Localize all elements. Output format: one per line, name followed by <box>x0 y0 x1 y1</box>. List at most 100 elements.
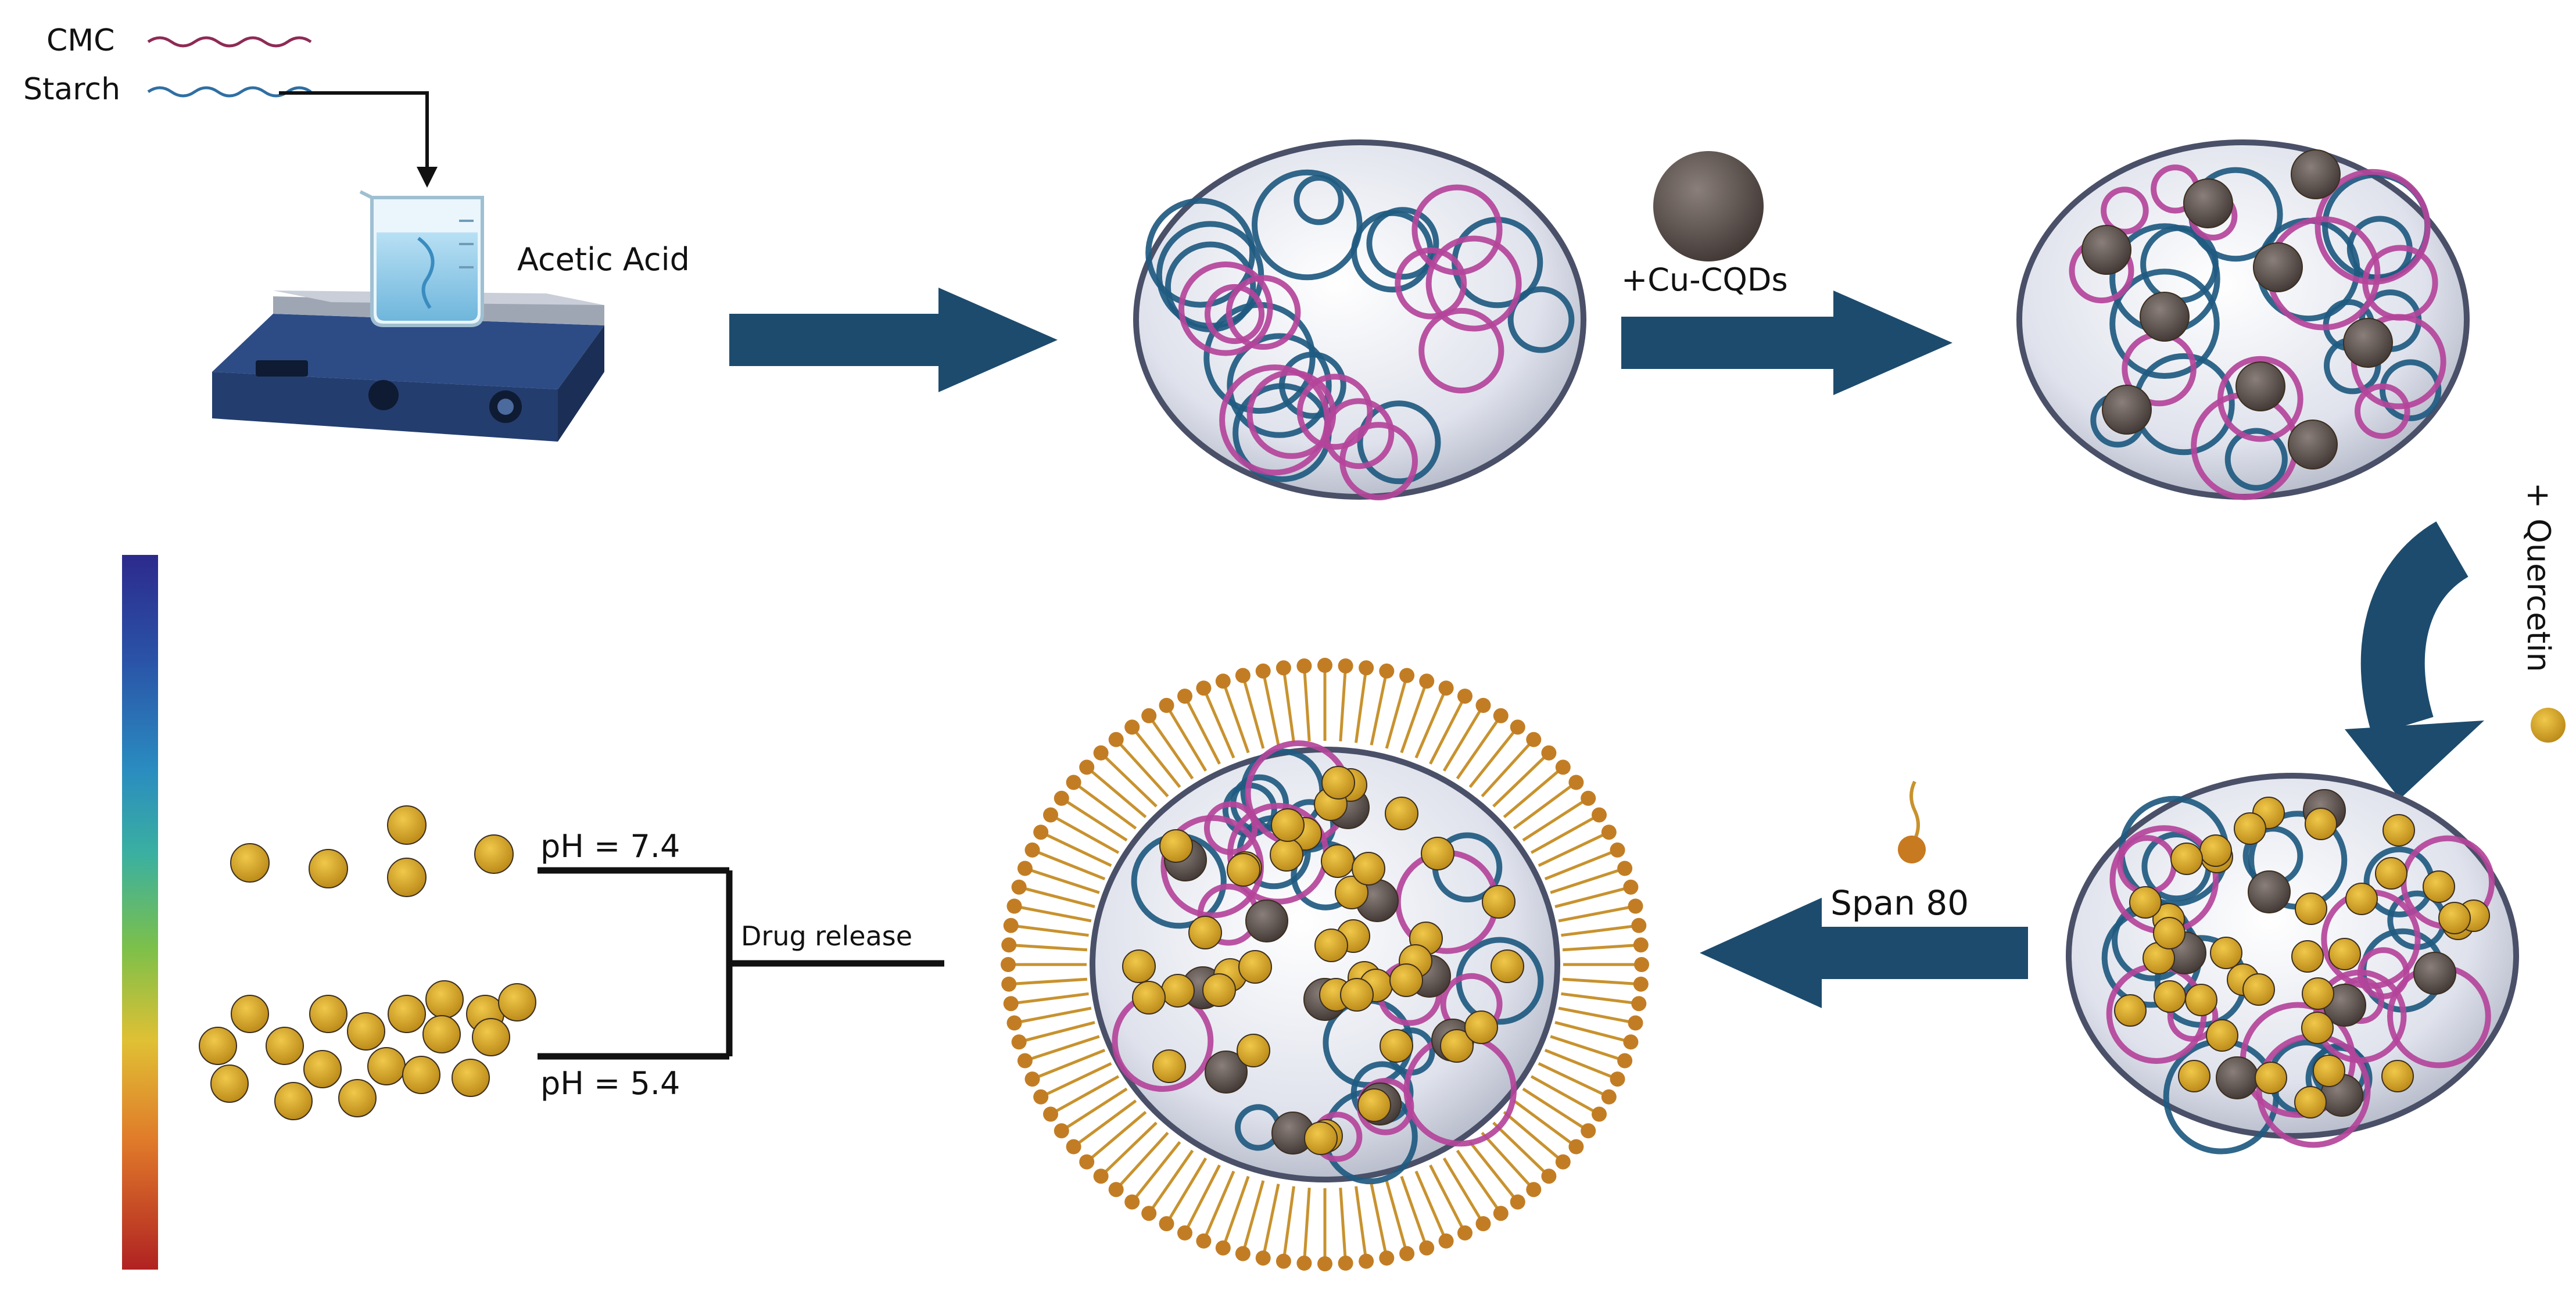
lipid-tail <box>1481 739 1535 798</box>
lipid-tail <box>1503 766 1564 819</box>
curved-arrow-step3 <box>2345 521 2484 799</box>
quercetin-molecule <box>1188 916 1222 949</box>
released-quercetin-ph54 <box>402 1056 440 1094</box>
lipid-head <box>1093 1168 1109 1184</box>
lipid-tail <box>1481 1131 1535 1191</box>
quercetin-molecule <box>2153 917 2186 949</box>
lipid-tail <box>1538 1062 1610 1099</box>
lipid-head <box>1317 658 1332 673</box>
cu-cqd-particle <box>2235 361 2285 411</box>
lipid-tail <box>1085 766 1147 819</box>
lipid-head <box>1628 898 1643 914</box>
lipid-tail <box>1031 848 1106 881</box>
lipid-head <box>1359 1253 1374 1269</box>
quercetin-molecule <box>2206 1019 2238 1052</box>
released-quercetin-ph54 <box>338 1079 377 1117</box>
lipid-tail <box>1550 1035 1625 1062</box>
polymer-strand <box>1296 374 1373 450</box>
lipid-tail <box>1522 797 1589 842</box>
quercetin-molecule <box>1202 973 1236 1007</box>
lipid-tail <box>1468 726 1519 788</box>
feed-arrow <box>279 91 438 188</box>
quercetin-molecule <box>1464 1010 1498 1044</box>
arrow-step1 <box>729 288 1058 392</box>
lipid-head <box>1108 732 1124 747</box>
quercetin-molecule <box>2313 1055 2345 1087</box>
quercetin-dot-icon <box>2531 708 2566 743</box>
lipid-head <box>1457 689 1472 704</box>
lipid-tail <box>1429 1164 1467 1234</box>
quercetin-molecule <box>2178 1060 2210 1092</box>
quercetin-molecule <box>1132 981 1166 1015</box>
quercetin-molecule <box>2291 940 2324 973</box>
lipid-head <box>1255 1250 1271 1266</box>
quercetin-molecule <box>2295 892 2327 925</box>
lipid-head <box>1255 663 1271 679</box>
polymer-strand <box>1507 286 1575 353</box>
lipid-tail <box>1099 1121 1158 1178</box>
lipid-tail <box>1262 671 1280 745</box>
polymer-strand <box>1203 801 1258 855</box>
lipid-tail <box>1456 1149 1502 1214</box>
cu-cqd-particle <box>2216 1056 2259 1099</box>
lipid-head <box>1317 1256 1332 1271</box>
quercetin-molecule <box>2302 977 2334 1010</box>
lipid-tail <box>1339 1188 1348 1264</box>
lipid-head <box>1017 861 1033 876</box>
polymer-strand <box>1425 235 1522 332</box>
lipid-head <box>1631 917 1647 933</box>
polymer-strand <box>1227 333 1332 438</box>
quercetin-molecule <box>2345 883 2378 915</box>
legend-starch-label: Starch <box>23 72 121 107</box>
cmc-strand-icon <box>147 36 312 48</box>
quercetin-molecule <box>2382 814 2415 847</box>
released-quercetin-ph74 <box>474 834 514 874</box>
lipid-head <box>1338 1255 1353 1271</box>
quercetin-molecule <box>2381 1060 2414 1092</box>
released-quercetin-ph74 <box>309 849 348 888</box>
lipid-tail <box>1073 781 1137 830</box>
lipid-tail <box>1024 1035 1100 1062</box>
lipid-tail <box>1429 695 1467 765</box>
lipid-head <box>1631 996 1647 1012</box>
polymer-strand <box>2380 359 2442 421</box>
quercetin-molecule <box>2199 834 2232 867</box>
lipid-head <box>1296 1255 1312 1271</box>
released-quercetin-ph54 <box>274 1082 313 1120</box>
quercetin-molecule <box>2438 902 2471 934</box>
lipid-tail <box>1148 715 1194 780</box>
released-quercetin-ph74 <box>230 843 270 883</box>
lipid-tail <box>1282 668 1295 743</box>
lipid-head <box>1003 996 1019 1012</box>
released-quercetin-ph54 <box>498 983 536 1021</box>
polymer-strand <box>2315 169 2431 285</box>
polymer-strand <box>1418 307 1504 394</box>
lipid-head <box>1215 1240 1231 1256</box>
lipid-tail <box>1221 680 1250 754</box>
ph-gradient-bar <box>122 555 158 1270</box>
cqd-particle-icon <box>1653 151 1764 261</box>
lipid-tail <box>1049 813 1120 854</box>
polymer-strand <box>1204 284 1265 345</box>
lipid-head <box>1043 1106 1058 1122</box>
released-quercetin-ph54 <box>199 1027 237 1065</box>
cu-cqd-particle <box>2413 952 2456 995</box>
lipid-tail <box>1061 1087 1128 1132</box>
lipid-head <box>1419 673 1435 689</box>
lipid-head <box>1493 1206 1509 1221</box>
lipid-head <box>1541 1168 1557 1184</box>
lipid-head <box>1633 976 1649 992</box>
lipid-tail <box>1503 1110 1564 1163</box>
lipid-head <box>1541 745 1557 761</box>
lipid-tail <box>1061 797 1128 842</box>
released-quercetin-ph54 <box>472 1018 510 1056</box>
cu-cqd-particle <box>1205 1051 1248 1094</box>
lipid-tail <box>1558 905 1636 923</box>
niosome-core <box>1090 740 1560 1185</box>
lipid-head <box>1526 1182 1542 1198</box>
lipid-head <box>1634 957 1649 972</box>
cu-cqd-particle <box>1245 899 1288 942</box>
cu-cqd-particle <box>2291 149 2341 199</box>
lipid-head <box>1017 1053 1033 1069</box>
lipid-tail <box>1442 1157 1485 1225</box>
